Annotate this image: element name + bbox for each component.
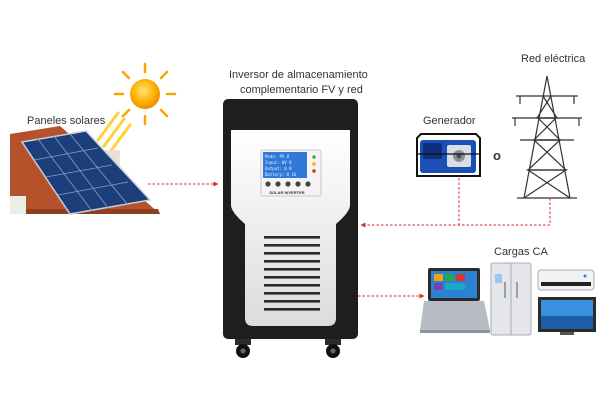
status-led-3 xyxy=(312,169,316,173)
generator-grid-to-inverter-line xyxy=(360,198,551,228)
generator-icon xyxy=(416,133,481,177)
lcd-line-3: Output: 0 8 xyxy=(265,166,292,171)
air-conditioner-icon xyxy=(537,269,595,291)
inverter-title-line-2: complementario FV y red xyxy=(240,84,363,96)
refrigerator-icon xyxy=(490,262,532,336)
generator-label: Generador xyxy=(423,115,476,127)
lcd-screen xyxy=(263,152,307,178)
lcd-line-1: Mode: PV 8 xyxy=(265,154,290,159)
inverter: Mode: PV 8 Input: 0V 8 Output: 0 8 Batte… xyxy=(223,99,358,358)
grid-label: Red eléctrica xyxy=(521,53,586,65)
sunlight-beams xyxy=(96,111,132,154)
control-buttons xyxy=(265,181,311,187)
solar-panels-label: Paneles solares xyxy=(27,115,106,127)
or-label: o xyxy=(493,148,501,163)
connection-lines xyxy=(148,178,551,299)
sun-icon xyxy=(113,62,177,126)
ventilation-grille xyxy=(264,236,320,311)
inverter-front-label: SOLAR INVERTER xyxy=(269,190,304,195)
laptop-icon xyxy=(420,268,490,333)
ac-loads-label: Cargas CA xyxy=(494,246,548,258)
ac-loads xyxy=(420,262,596,336)
status-led-1 xyxy=(312,155,316,159)
television-icon xyxy=(538,297,596,335)
power-tower-icon xyxy=(512,75,582,199)
lcd-line-2: Input: 0V 8 xyxy=(265,160,292,165)
solar-panels-house xyxy=(10,126,160,215)
status-led-2 xyxy=(312,162,316,166)
lcd-line-4: Battery: 0 16 xyxy=(265,172,297,177)
inverter-title-line-1: Inversor de almacenamiento xyxy=(229,69,368,81)
